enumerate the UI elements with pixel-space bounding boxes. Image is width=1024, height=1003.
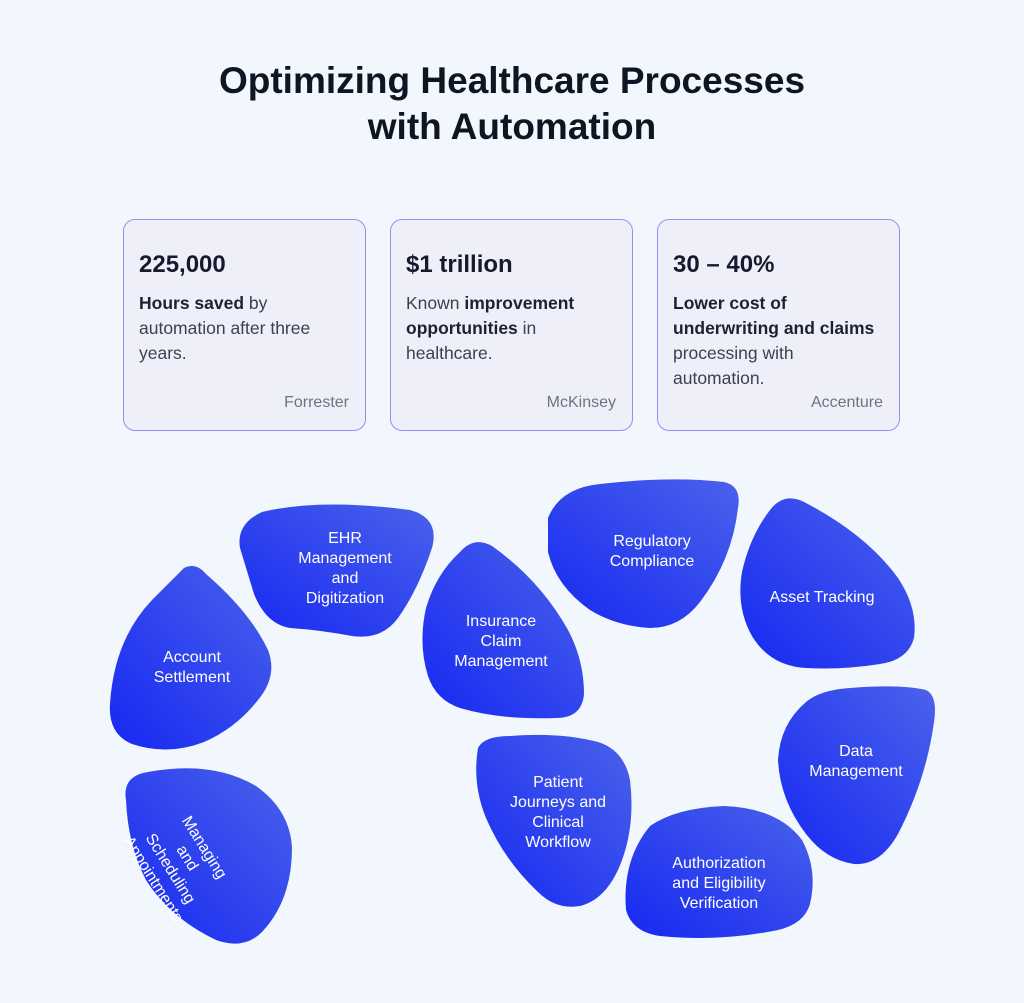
stat-value: $1 trillion (406, 251, 513, 278)
process-label-line: Insurance (466, 613, 536, 630)
process-label-line: EHR (328, 530, 362, 547)
stat-card-mckinsey: $1 trillion Known improvement opportunit… (390, 219, 633, 431)
process-label-line: Workflow (525, 834, 591, 851)
process-label-line: Regulatory (613, 533, 690, 550)
process-label-line: Data (839, 743, 873, 760)
process-label-line: Management (454, 653, 548, 670)
process-label-line: Account (163, 649, 221, 666)
process-label-line: and (332, 570, 359, 587)
stat-description: Hours saved by automation after three ye… (139, 293, 311, 363)
stat-value: 30 – 40% (673, 251, 775, 278)
process-label-line: Patient (533, 774, 583, 791)
process-label-line: Settlement (154, 669, 231, 686)
process-label-line: Claim (481, 633, 522, 650)
process-label-line: Compliance (610, 553, 695, 570)
process-label-line: Management (298, 550, 392, 567)
stat-source: McKinsey (546, 394, 616, 411)
page-title: Optimizing Healthcare Processes with Aut… (0, 58, 1024, 150)
process-label-line: Clinical (532, 814, 584, 831)
process-label-line: Verification (680, 895, 758, 912)
process-label-line: Management (809, 763, 903, 780)
stat-description: Known improvement opportunities in healt… (406, 293, 575, 363)
stat-source: Forrester (284, 394, 349, 411)
title-line-1: Optimizing Healthcare Processes (218, 60, 806, 101)
process-label: Asset Tracking (770, 589, 875, 606)
process-label-line: Digitization (306, 590, 384, 607)
process-managing-appointments: ManagingandSchedulingAppointments (120, 768, 292, 944)
stat-value: 225,000 (139, 251, 226, 278)
process-label-line: Asset Tracking (770, 589, 875, 606)
process-label-line: Journeys and (510, 794, 606, 811)
title-line-2: with Automation (367, 106, 657, 147)
process-asset-tracking: Asset Tracking (740, 498, 915, 669)
stat-description: Lower cost of underwriting and claims pr… (673, 293, 875, 388)
stat-card-forrester: 225,000 Hours saved by automation after … (123, 219, 366, 431)
process-label-line: Authorization (672, 855, 765, 872)
process-label-line: and Eligibility (672, 875, 765, 892)
stat-source: Accenture (810, 394, 883, 411)
stat-card-accenture: 30 – 40% Lower cost of underwriting and … (657, 219, 900, 431)
